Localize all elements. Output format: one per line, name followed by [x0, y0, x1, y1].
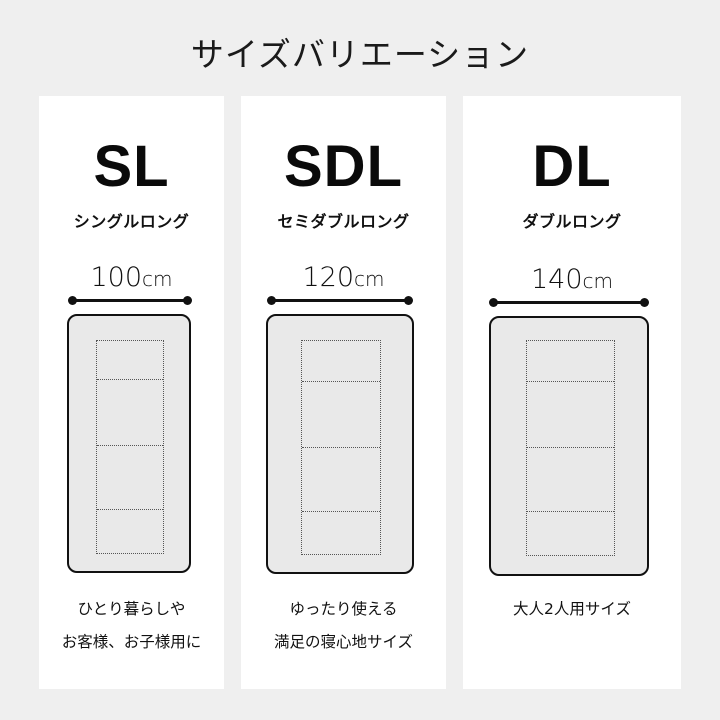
width-label: 140cm	[463, 264, 681, 295]
futon-divider	[527, 511, 614, 512]
futon-outline	[96, 340, 164, 554]
description-line: お客様、お子様用に	[61, 633, 202, 651]
width-value: 140	[530, 264, 583, 295]
futon-divider	[97, 379, 163, 380]
size-code: SL	[93, 134, 170, 199]
width-label: 100cm	[39, 262, 224, 293]
futon-divider	[527, 447, 614, 448]
size-name: シングルロング	[73, 212, 190, 231]
width-unit: cm	[142, 267, 173, 291]
description-line: ひとり暮らしや	[77, 600, 186, 618]
size-name: ダブルロング	[522, 212, 622, 231]
futon-outline	[526, 340, 615, 556]
futon-outline	[301, 340, 381, 555]
mattress-diagram	[266, 314, 414, 574]
size-code: SDL	[284, 134, 403, 199]
futon-divider	[97, 509, 163, 510]
width-dimension-line	[68, 296, 192, 305]
size-card-dl: DL ダブルロング 140cm 大人2人用サイズ	[463, 96, 681, 689]
size-description: ゆったり使える 満足の寝心地サイズ	[241, 593, 446, 659]
width-unit: cm	[582, 269, 614, 293]
size-code: DL	[532, 134, 612, 199]
size-card-sdl: SDL セミダブルロング 120cm ゆったり使える 満足の寝心地サイズ	[241, 96, 446, 689]
page-title: サイズバリエーション	[190, 35, 530, 74]
size-name: セミダブルロング	[277, 212, 410, 231]
size-description: 大人2人用サイズ	[463, 593, 681, 626]
width-dimension-line	[267, 296, 413, 305]
size-description: ひとり暮らしや お客様、お子様用に	[39, 593, 224, 659]
description-line: 満足の寝心地サイズ	[273, 633, 414, 651]
width-unit: cm	[354, 267, 385, 291]
description-line: ゆったり使える	[289, 600, 398, 618]
size-card-sl: SL シングルロング 100cm ひとり暮らしや お客様、お子様用に	[39, 96, 224, 689]
mattress-diagram	[489, 316, 649, 576]
width-dimension-line	[489, 298, 649, 307]
futon-divider	[302, 447, 380, 448]
futon-divider	[527, 381, 614, 382]
description-line: 大人2人用サイズ	[513, 600, 631, 618]
futon-divider	[302, 511, 380, 512]
width-value: 120	[302, 262, 355, 293]
futon-divider	[97, 445, 163, 446]
mattress-diagram	[67, 314, 191, 573]
futon-divider	[302, 381, 380, 382]
width-label: 120cm	[241, 262, 446, 293]
width-value: 100	[90, 262, 143, 293]
